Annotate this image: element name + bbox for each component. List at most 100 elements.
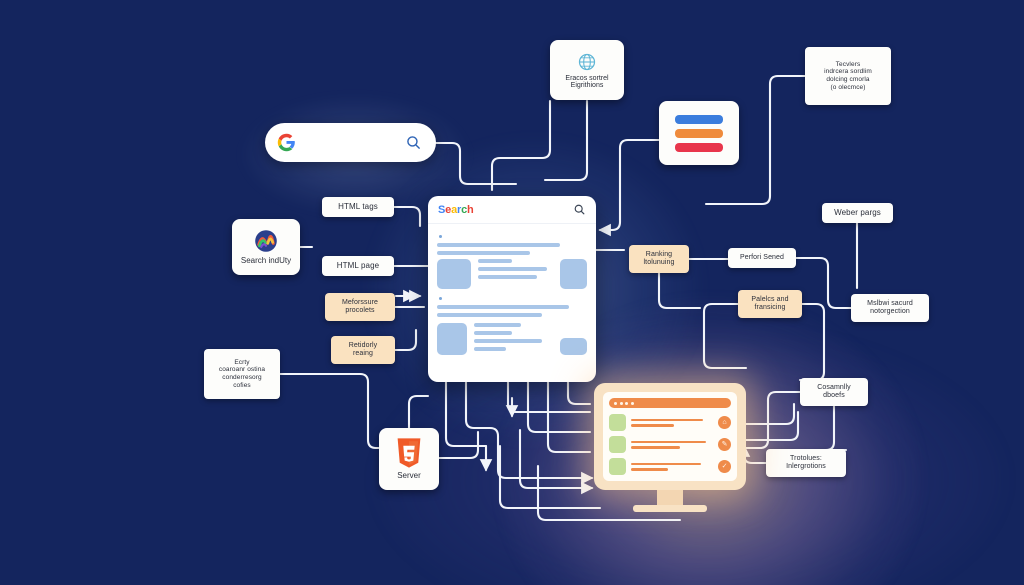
list-line xyxy=(631,468,668,471)
node-relevancy-ranking[interactable]: Retidorly reaing xyxy=(331,336,395,364)
node-crawlers-indexing[interactable]: Tecvlers indrcera sordlim dolcing cmorla… xyxy=(805,47,891,105)
node-search-industry[interactable]: Search indUty xyxy=(232,219,300,275)
result-row xyxy=(437,323,587,355)
node-label: Server xyxy=(397,471,421,480)
result-line xyxy=(474,339,542,343)
home-icon[interactable]: ⌂ xyxy=(718,416,731,429)
list-item-thumbnail xyxy=(609,458,626,475)
node-label: Tecvlers indrcera sordlim dolcing cmorla… xyxy=(824,60,872,91)
result-thumbnail xyxy=(437,323,467,355)
search-icon[interactable] xyxy=(405,134,422,151)
result-line xyxy=(474,347,506,351)
google-search-bar[interactable] xyxy=(265,123,436,162)
result-thumbnail xyxy=(560,338,587,355)
titlebar-dot xyxy=(625,401,628,405)
result-thumbnail xyxy=(437,259,471,289)
node-global-algorithms[interactable]: Eracos sortrel Eigrithions xyxy=(550,40,624,100)
html5-shield-icon xyxy=(397,438,421,468)
result-thumbnail xyxy=(560,259,587,289)
bar-red xyxy=(675,142,723,152)
node-community-objects[interactable]: Cosamnlly dboefs xyxy=(800,378,868,406)
logo-letter: r xyxy=(456,203,462,216)
monitor-base xyxy=(633,505,707,512)
node-label: HTML page xyxy=(336,261,380,271)
node-label: Weber pargs xyxy=(834,208,881,218)
monitor-titlebar xyxy=(609,398,731,408)
node-server-html5[interactable]: Server xyxy=(379,428,439,490)
list-line xyxy=(631,462,701,465)
result-line xyxy=(474,331,512,335)
result-bullet xyxy=(439,297,442,300)
result-line xyxy=(474,323,522,327)
result-bullet xyxy=(439,235,442,238)
result-line xyxy=(437,243,560,247)
list-line xyxy=(631,446,681,449)
node-ranking-tuning[interactable]: Ranking ltolunuing xyxy=(629,245,689,273)
node-mislows-secured[interactable]: Mslbwi sacurd notorgection xyxy=(851,294,929,322)
list-item-lines xyxy=(631,462,713,471)
node-color-bars[interactable] xyxy=(659,101,739,165)
node-early-caching[interactable]: Ecrty coaroanr ostina conderresorg cofie… xyxy=(204,349,280,399)
node-label: Perfori Sened xyxy=(739,253,785,261)
node-html-page[interactable]: HTML page xyxy=(322,256,394,276)
node-label: Meforssure procolets xyxy=(341,298,378,314)
node-web-pages[interactable]: Weber pargs xyxy=(822,203,893,223)
list-item-thumbnail xyxy=(609,414,626,431)
node-troubles-integrations[interactable]: Trotolues: Inlergrotions xyxy=(766,449,846,477)
list-item-thumbnail xyxy=(609,436,626,453)
monitor-list-item[interactable]: ✎ xyxy=(609,436,731,453)
node-label: Palelcs and fransicing xyxy=(751,295,789,311)
search-icon[interactable] xyxy=(573,203,586,216)
logo-letter: a xyxy=(451,203,457,216)
result-line xyxy=(478,267,547,271)
list-line xyxy=(631,440,707,443)
search-logo: Search xyxy=(438,204,474,216)
node-label: Eracos sortrel Eigrithions xyxy=(565,74,609,89)
monitor-list-item[interactable]: ✓ xyxy=(609,458,731,475)
node-label: Trotolues: Inlergrotions xyxy=(786,454,826,470)
titlebar-dot xyxy=(614,401,617,405)
node-label: HTML tags xyxy=(338,202,378,212)
result-line xyxy=(478,275,537,279)
node-label: Ecrty coaroanr ostina conderresorg cofie… xyxy=(218,358,266,389)
globe-icon xyxy=(578,53,596,70)
node-metadata-products[interactable]: Meforssure procolets xyxy=(325,293,395,321)
list-line xyxy=(631,424,674,427)
result-line xyxy=(437,305,569,309)
logo-letter: h xyxy=(467,203,474,216)
result-line xyxy=(437,251,530,255)
search-panel-body xyxy=(428,224,596,382)
logo-letter: c xyxy=(461,203,467,216)
node-perform-served[interactable]: Perfori Sened xyxy=(728,248,796,268)
bar-orange xyxy=(675,128,723,138)
result-line xyxy=(437,313,542,317)
node-palettes-tracking[interactable]: Palelcs and fransicing xyxy=(738,290,802,318)
list-item-lines xyxy=(631,418,713,427)
results-monitor[interactable]: ⌂ ✎ ✓ xyxy=(594,383,746,512)
bar-blue xyxy=(675,114,723,124)
result-line xyxy=(478,259,512,263)
titlebar-dot xyxy=(630,401,634,405)
google-g-icon xyxy=(277,133,295,152)
search-results-panel[interactable]: Search xyxy=(428,196,596,382)
monitor-frame: ⌂ ✎ ✓ xyxy=(594,383,746,490)
monitor-list-item[interactable]: ⌂ xyxy=(609,414,731,431)
logo-letter: e xyxy=(445,203,452,216)
check-icon[interactable]: ✓ xyxy=(718,460,731,473)
node-label: Mslbwi sacurd notorgection xyxy=(867,299,913,315)
monitor-neck xyxy=(657,490,683,505)
result-row xyxy=(437,259,587,289)
logo-letter: S xyxy=(438,203,446,216)
node-label: Ranking ltolunuing xyxy=(643,250,675,266)
list-line xyxy=(631,418,704,421)
node-label: Cosamnlly dboefs xyxy=(817,383,851,399)
node-label: Search indUty xyxy=(240,256,292,265)
titlebar-dot xyxy=(619,401,623,405)
list-item-lines xyxy=(631,440,713,449)
edit-icon[interactable]: ✎ xyxy=(718,438,731,451)
node-html-tags[interactable]: HTML tags xyxy=(322,197,394,217)
search-panel-header: Search xyxy=(428,196,596,224)
monitor-screen: ⌂ ✎ ✓ xyxy=(603,392,737,481)
